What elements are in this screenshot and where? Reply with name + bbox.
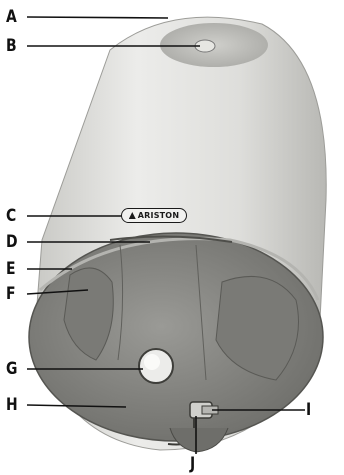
callout-label-i: I — [306, 402, 311, 419]
callout-label-h: H — [6, 397, 18, 414]
logo-mark-icon — [129, 212, 136, 219]
ariston-logo: ARISTON — [121, 208, 187, 223]
brand-text: ARISTON — [138, 211, 179, 220]
callout-label-a: A — [6, 9, 17, 26]
callout-label-f: F — [6, 286, 16, 303]
callout-label-g: G — [6, 361, 17, 378]
callout-label-j: J — [190, 456, 195, 473]
callout-label-e: E — [6, 261, 16, 278]
callout-label-d: D — [6, 234, 18, 251]
callout-label-c: C — [6, 208, 16, 225]
callout-label-b: B — [6, 38, 17, 55]
